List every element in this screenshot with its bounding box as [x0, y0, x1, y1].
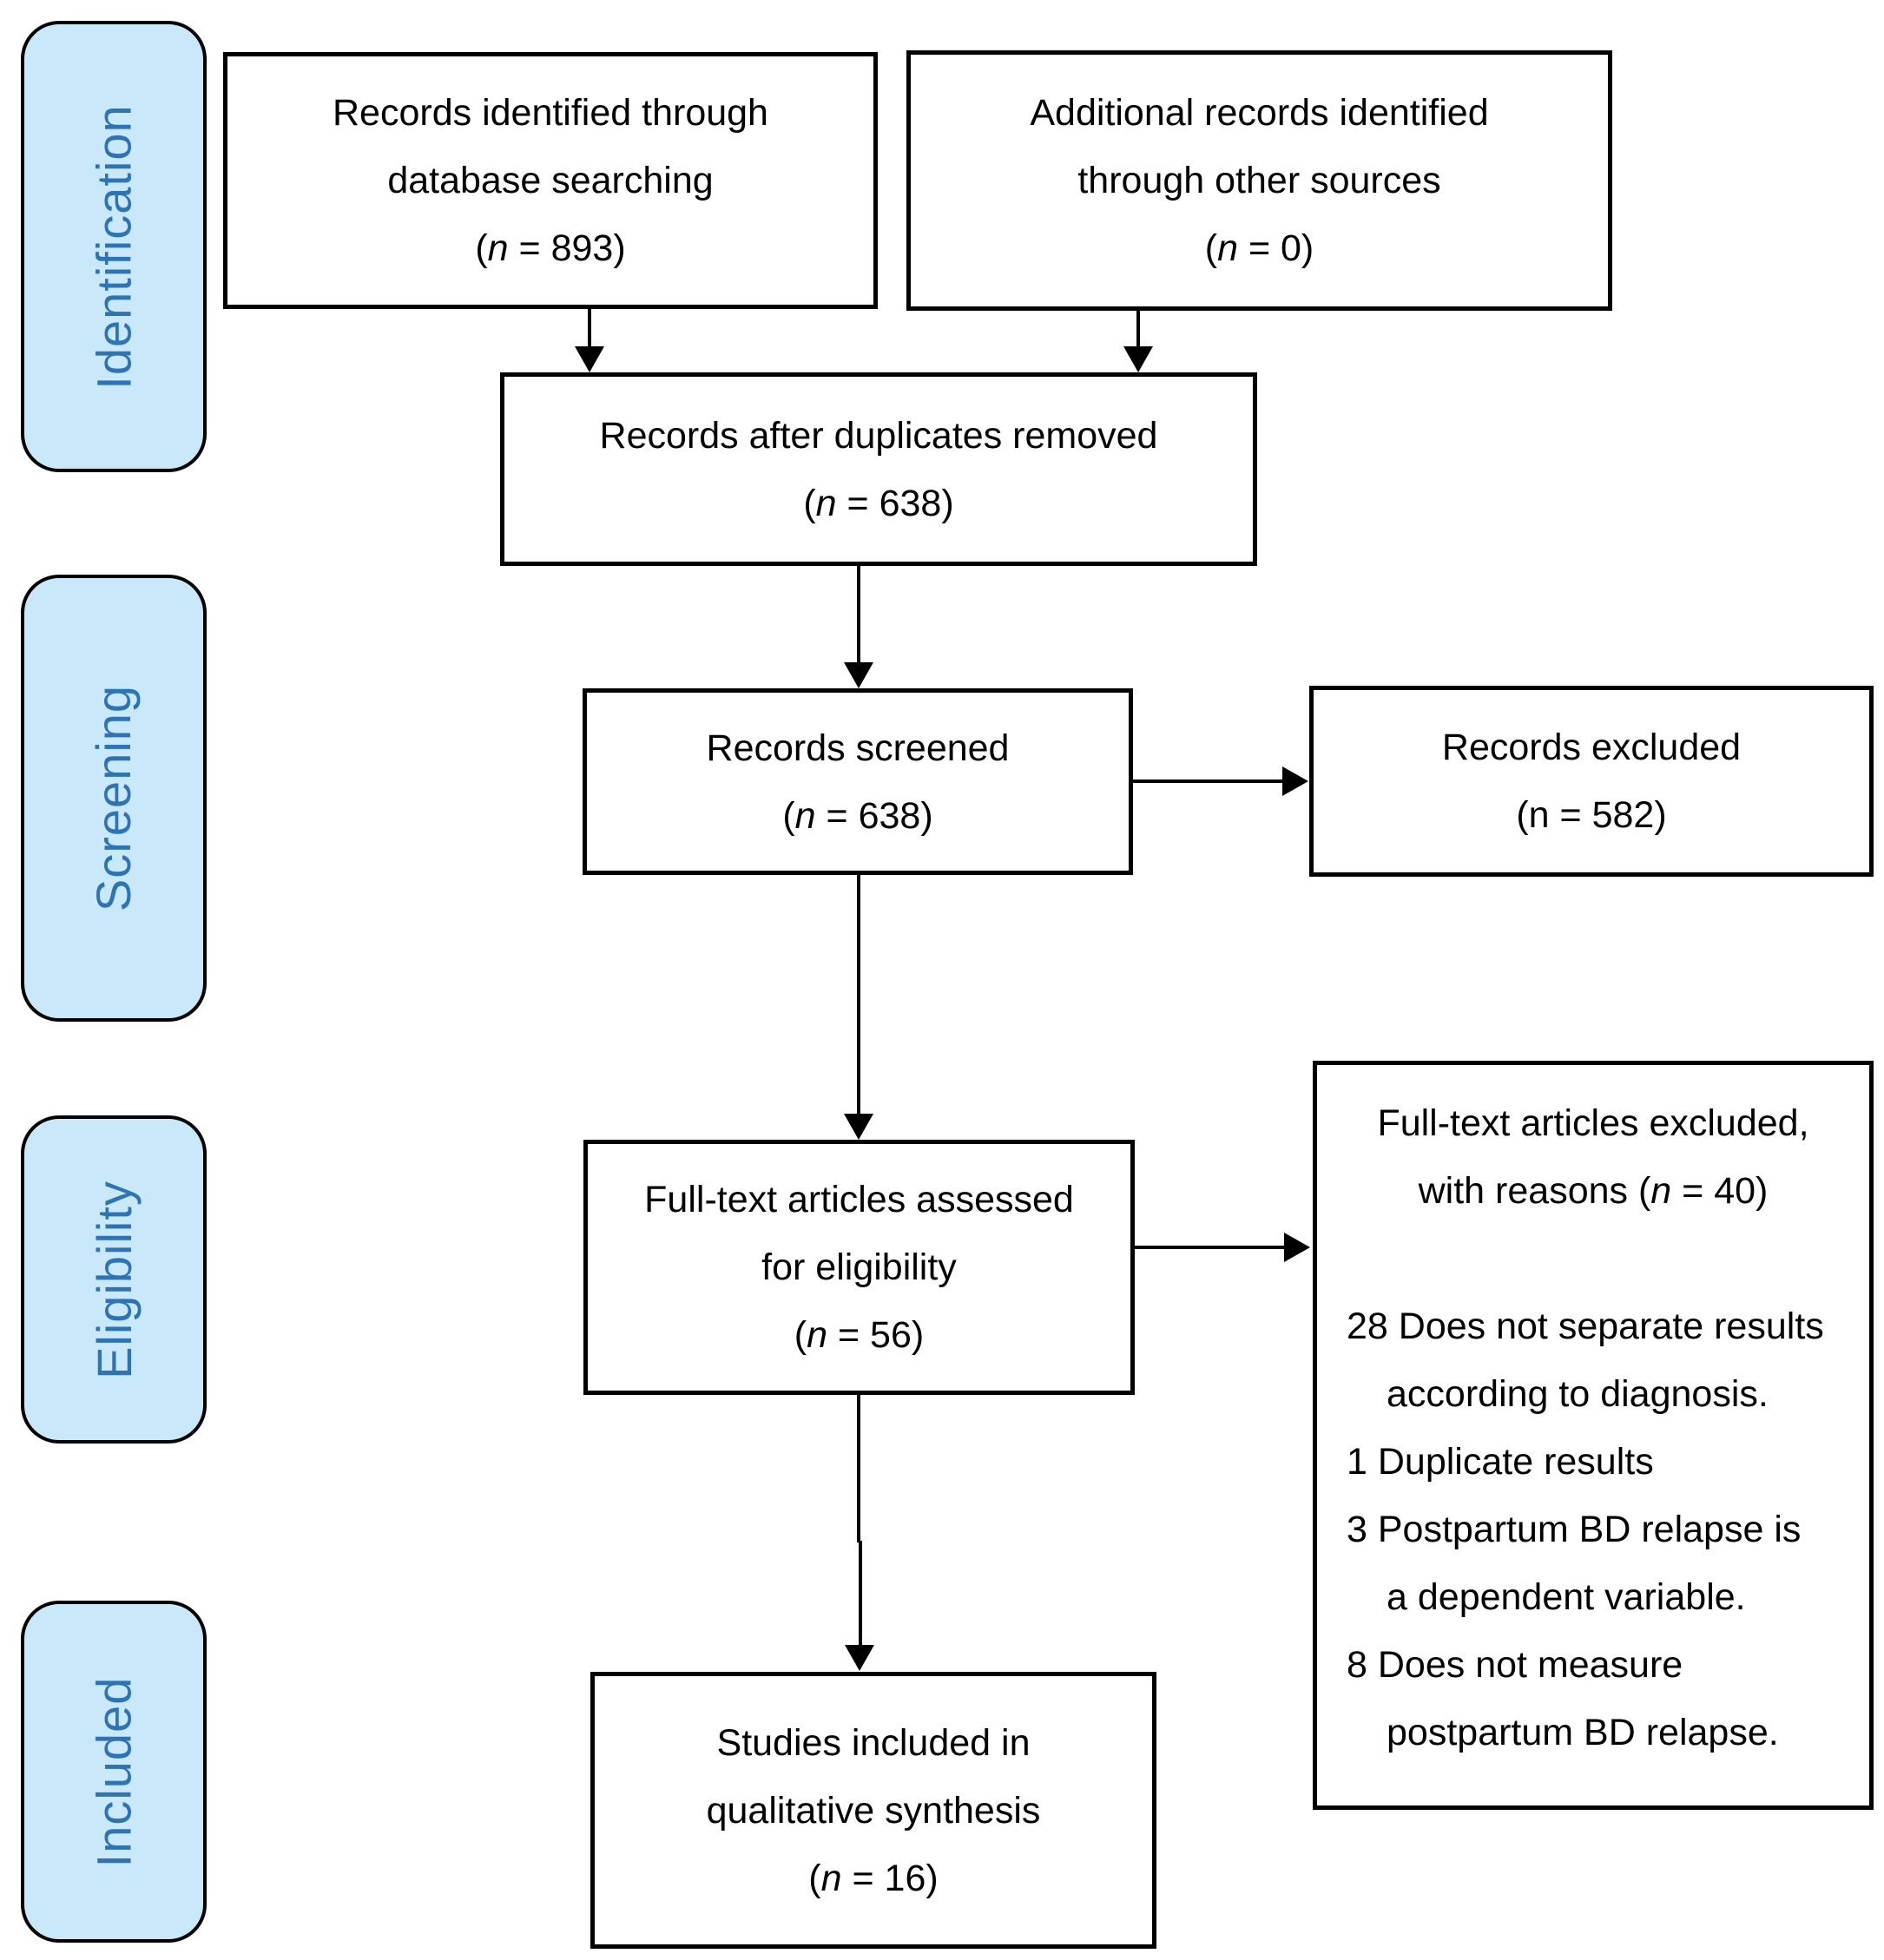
exclusion-reason: 8 Does not measure postpartum BD relapse…: [1347, 1644, 1779, 1753]
fulltext-excluded-header: Full-text articles excluded, with reasons…: [1317, 1089, 1869, 1225]
text-line: (n = 638): [803, 482, 954, 524]
stage-screening: Screening: [21, 575, 207, 1022]
text-line: for eligibility: [761, 1246, 957, 1288]
box-fulltext-assessed: Full-text articles assessed for eligibili…: [583, 1140, 1135, 1395]
exclusion-reasons-list: 28 Does not separate results according t…: [1317, 1292, 1869, 1766]
text-line: (n = 893): [475, 227, 626, 269]
box-fulltext-excluded: Full-text articles excluded, with reasons…: [1313, 1061, 1874, 1810]
box-records-excluded: Records excluded (n = 582): [1309, 686, 1874, 877]
box-records-identified-database: Records identified through database searc…: [223, 52, 878, 309]
text-line: (n = 16): [808, 1857, 939, 1899]
exclusion-reason: 1 Duplicate results: [1347, 1441, 1654, 1483]
text-line: Full-text articles excluded,: [1377, 1102, 1809, 1144]
stage-included-label: Included: [86, 1676, 142, 1867]
text-line: Full-text articles assessed: [644, 1179, 1074, 1220]
text-line: Records screened: [706, 727, 1010, 769]
text-line: database searching: [387, 160, 714, 201]
text-line: Records identified through: [333, 92, 768, 134]
text-line: Records excluded: [1441, 727, 1742, 768]
text-line: (n = 0): [1204, 227, 1314, 269]
stage-eligibility: Eligibility: [21, 1115, 207, 1444]
text-line: qualitative synthesis: [706, 1789, 1041, 1832]
box-records-after-duplicates: Records after duplicates removed (n = 638…: [500, 372, 1257, 566]
text-line: Additional records identified: [1030, 92, 1489, 134]
text-line: Studies included in: [716, 1721, 1031, 1764]
text-line: Records after duplicates removed: [599, 414, 1158, 457]
stage-identification: Identification: [21, 21, 207, 472]
stage-identification-label: Identification: [86, 103, 142, 390]
box-records-screened: Records screened (n = 638): [583, 688, 1133, 875]
box-studies-included: Studies included in qualitative synthesis…: [590, 1672, 1156, 1949]
blank-line: [1317, 1225, 1869, 1292]
text-line: (n = 56): [794, 1314, 925, 1356]
exclusion-reason: 3 Postpartum BD relapse is a dependent v…: [1347, 1509, 1802, 1618]
stage-included: Included: [21, 1601, 207, 1943]
text-line: (n = 638): [782, 794, 933, 837]
stage-eligibility-label: Eligibility: [86, 1180, 142, 1379]
text-line: (n = 582): [1516, 794, 1667, 836]
stage-screening-label: Screening: [86, 684, 142, 912]
text-line: with reasons (n = 40): [1418, 1170, 1769, 1212]
box-additional-records-other-sources: Additional records identified through oth…: [906, 50, 1612, 311]
exclusion-reason: 28 Does not separate results according t…: [1347, 1306, 1824, 1415]
text-line: through other sources: [1077, 160, 1441, 201]
